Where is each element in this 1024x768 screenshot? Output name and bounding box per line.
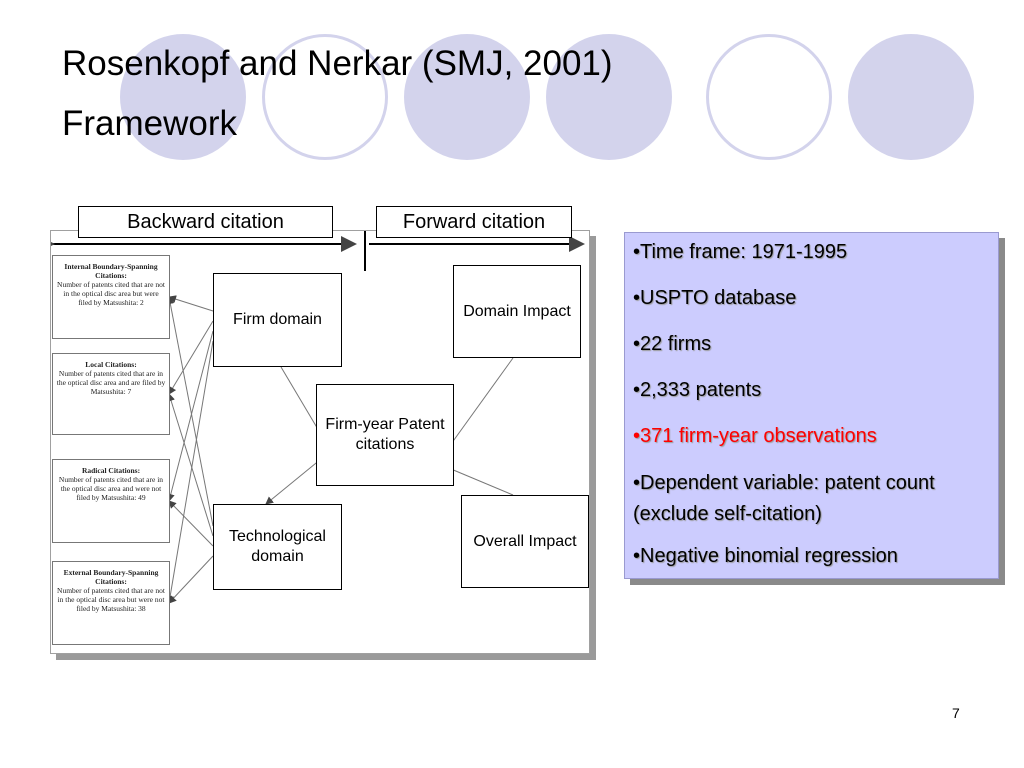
citation-box-external-boundary-spanning: External Boundary-Spanning Citations: Nu… <box>52 561 170 645</box>
citation-box-radical: Radical Citations: Number of patents cit… <box>52 459 170 543</box>
bullet-database: •USPTO database <box>633 287 797 309</box>
citation-box-body: Number of patents cited that are not in … <box>57 586 165 613</box>
bullet-observations: •371 firm-year observations <box>633 425 877 447</box>
framework-connectors <box>51 231 585 604</box>
node-overall-impact: Overall Impact <box>461 495 589 588</box>
decor-ring <box>262 34 388 160</box>
citation-box-heading: External Boundary-Spanning Citations: <box>63 568 159 586</box>
citation-box-body: Number of patents cited that are not in … <box>57 280 165 307</box>
citation-box-heading: Radical Citations: <box>81 466 141 475</box>
bullet-regression: •Negative binomial regression <box>633 545 898 567</box>
citation-box-local: Local Citations: Number of patents cited… <box>52 353 170 435</box>
node-technological-domain: Technological domain <box>213 504 342 590</box>
citation-box-heading: Local Citations: <box>85 360 137 369</box>
decor-circle <box>120 34 246 160</box>
node-firm-domain: Firm domain <box>213 273 342 367</box>
citation-box-body: Number of patents cited that are in the … <box>56 369 166 396</box>
slide-title-line-1: Rosenkopf and Nerkar (SMJ, 2001) <box>62 44 613 83</box>
slide-title-line-2: Framework <box>62 104 238 143</box>
citation-box-body: Number of patents cited that are in the … <box>58 475 164 502</box>
summary-panel: •Time frame: 1971-1995 •USPTO database •… <box>624 232 999 579</box>
forward-citation-label: Forward citation <box>376 206 572 238</box>
bullet-patents: •2,333 patents <box>633 379 762 401</box>
decor-circle <box>546 34 672 160</box>
node-firm-year-patent-citations: Firm-year Patent citations <box>316 384 454 486</box>
decor-ring <box>706 34 832 160</box>
backward-citation-label: Backward citation <box>78 206 333 238</box>
bullet-dependent-variable: •Dependent variable: patent count (exclu… <box>633 472 935 525</box>
page-number: 7 <box>952 705 960 721</box>
decor-circle <box>848 34 974 160</box>
bullet-time-frame: •Time frame: 1971-1995 <box>633 241 848 263</box>
framework-figure: Internal Boundary-Spanning Citations: Nu… <box>50 230 590 654</box>
citation-box-internal-boundary-spanning: Internal Boundary-Spanning Citations: Nu… <box>52 255 170 339</box>
citation-box-heading: Internal Boundary-Spanning Citations: <box>64 262 158 280</box>
decor-circle <box>404 34 530 160</box>
node-domain-impact: Domain Impact <box>453 265 581 358</box>
bullet-firms: •22 firms <box>633 333 712 355</box>
